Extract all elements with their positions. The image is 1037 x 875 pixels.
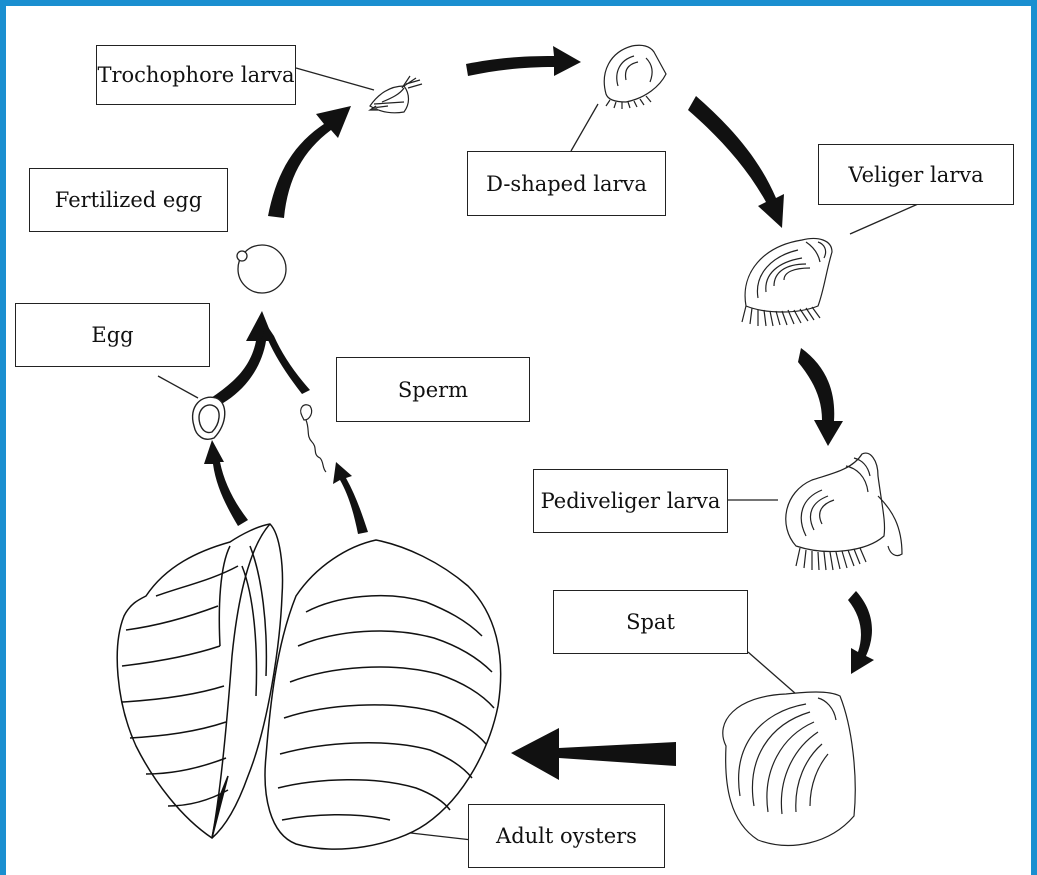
- adult-oysters-label: Adult oysters: [468, 804, 665, 868]
- arrow-adult-to-egg: [204, 440, 248, 526]
- arrow-sperm-merge: [260, 324, 310, 394]
- veliger-larva-figure: [742, 239, 832, 327]
- spat-label: Spat: [553, 590, 748, 654]
- veliger-larva-text: Veliger larva: [848, 163, 983, 187]
- pediveliger-larva-figure: [786, 453, 902, 570]
- arrow-veliger-to-pediveliger: [798, 348, 843, 446]
- arrow-spat-to-adult: [511, 728, 676, 780]
- d-shaped-larva-label: D-shaped larva: [467, 151, 666, 216]
- spat-text: Spat: [626, 610, 675, 634]
- pediveliger-larva-label: Pediveliger larva: [533, 469, 728, 533]
- fertilized-egg-figure: [237, 245, 286, 293]
- d-shaped-larva-text: D-shaped larva: [486, 172, 647, 196]
- trochophore-larva-label: Trochophore larva: [96, 45, 296, 105]
- arrow-adult-to-sperm: [333, 462, 368, 534]
- pediveliger-larva-text: Pediveliger larva: [541, 489, 721, 513]
- sperm-label: Sperm: [336, 357, 530, 422]
- trochophore-larva-figure: [370, 76, 422, 113]
- sperm-figure: [301, 405, 326, 472]
- spat-figure: [723, 692, 855, 845]
- egg-label: Egg: [15, 303, 210, 367]
- adult-oysters-figure: [117, 524, 500, 849]
- trochophore-larva-text: Trochophore larva: [97, 63, 294, 87]
- fertilized-egg-label: Fertilized egg: [29, 168, 228, 232]
- arrow-pediveliger-to-spat: [848, 591, 874, 674]
- adult-oysters-text: Adult oysters: [496, 824, 637, 848]
- egg-text: Egg: [91, 323, 133, 347]
- fertilized-egg-text: Fertilized egg: [55, 188, 202, 212]
- arrow-gametes-merge: [211, 311, 274, 406]
- arrow-egg-to-trochophore: [268, 106, 351, 218]
- egg-figure: [193, 397, 225, 439]
- d-shaped-larva-figure: [604, 45, 666, 109]
- arrow-trochophore-to-d-shaped: [466, 46, 581, 76]
- arrow-d-shaped-to-veliger: [688, 96, 784, 228]
- sperm-text: Sperm: [398, 378, 468, 402]
- veliger-larva-label: Veliger larva: [818, 144, 1014, 205]
- life-cycle-illustration: [6, 6, 1037, 875]
